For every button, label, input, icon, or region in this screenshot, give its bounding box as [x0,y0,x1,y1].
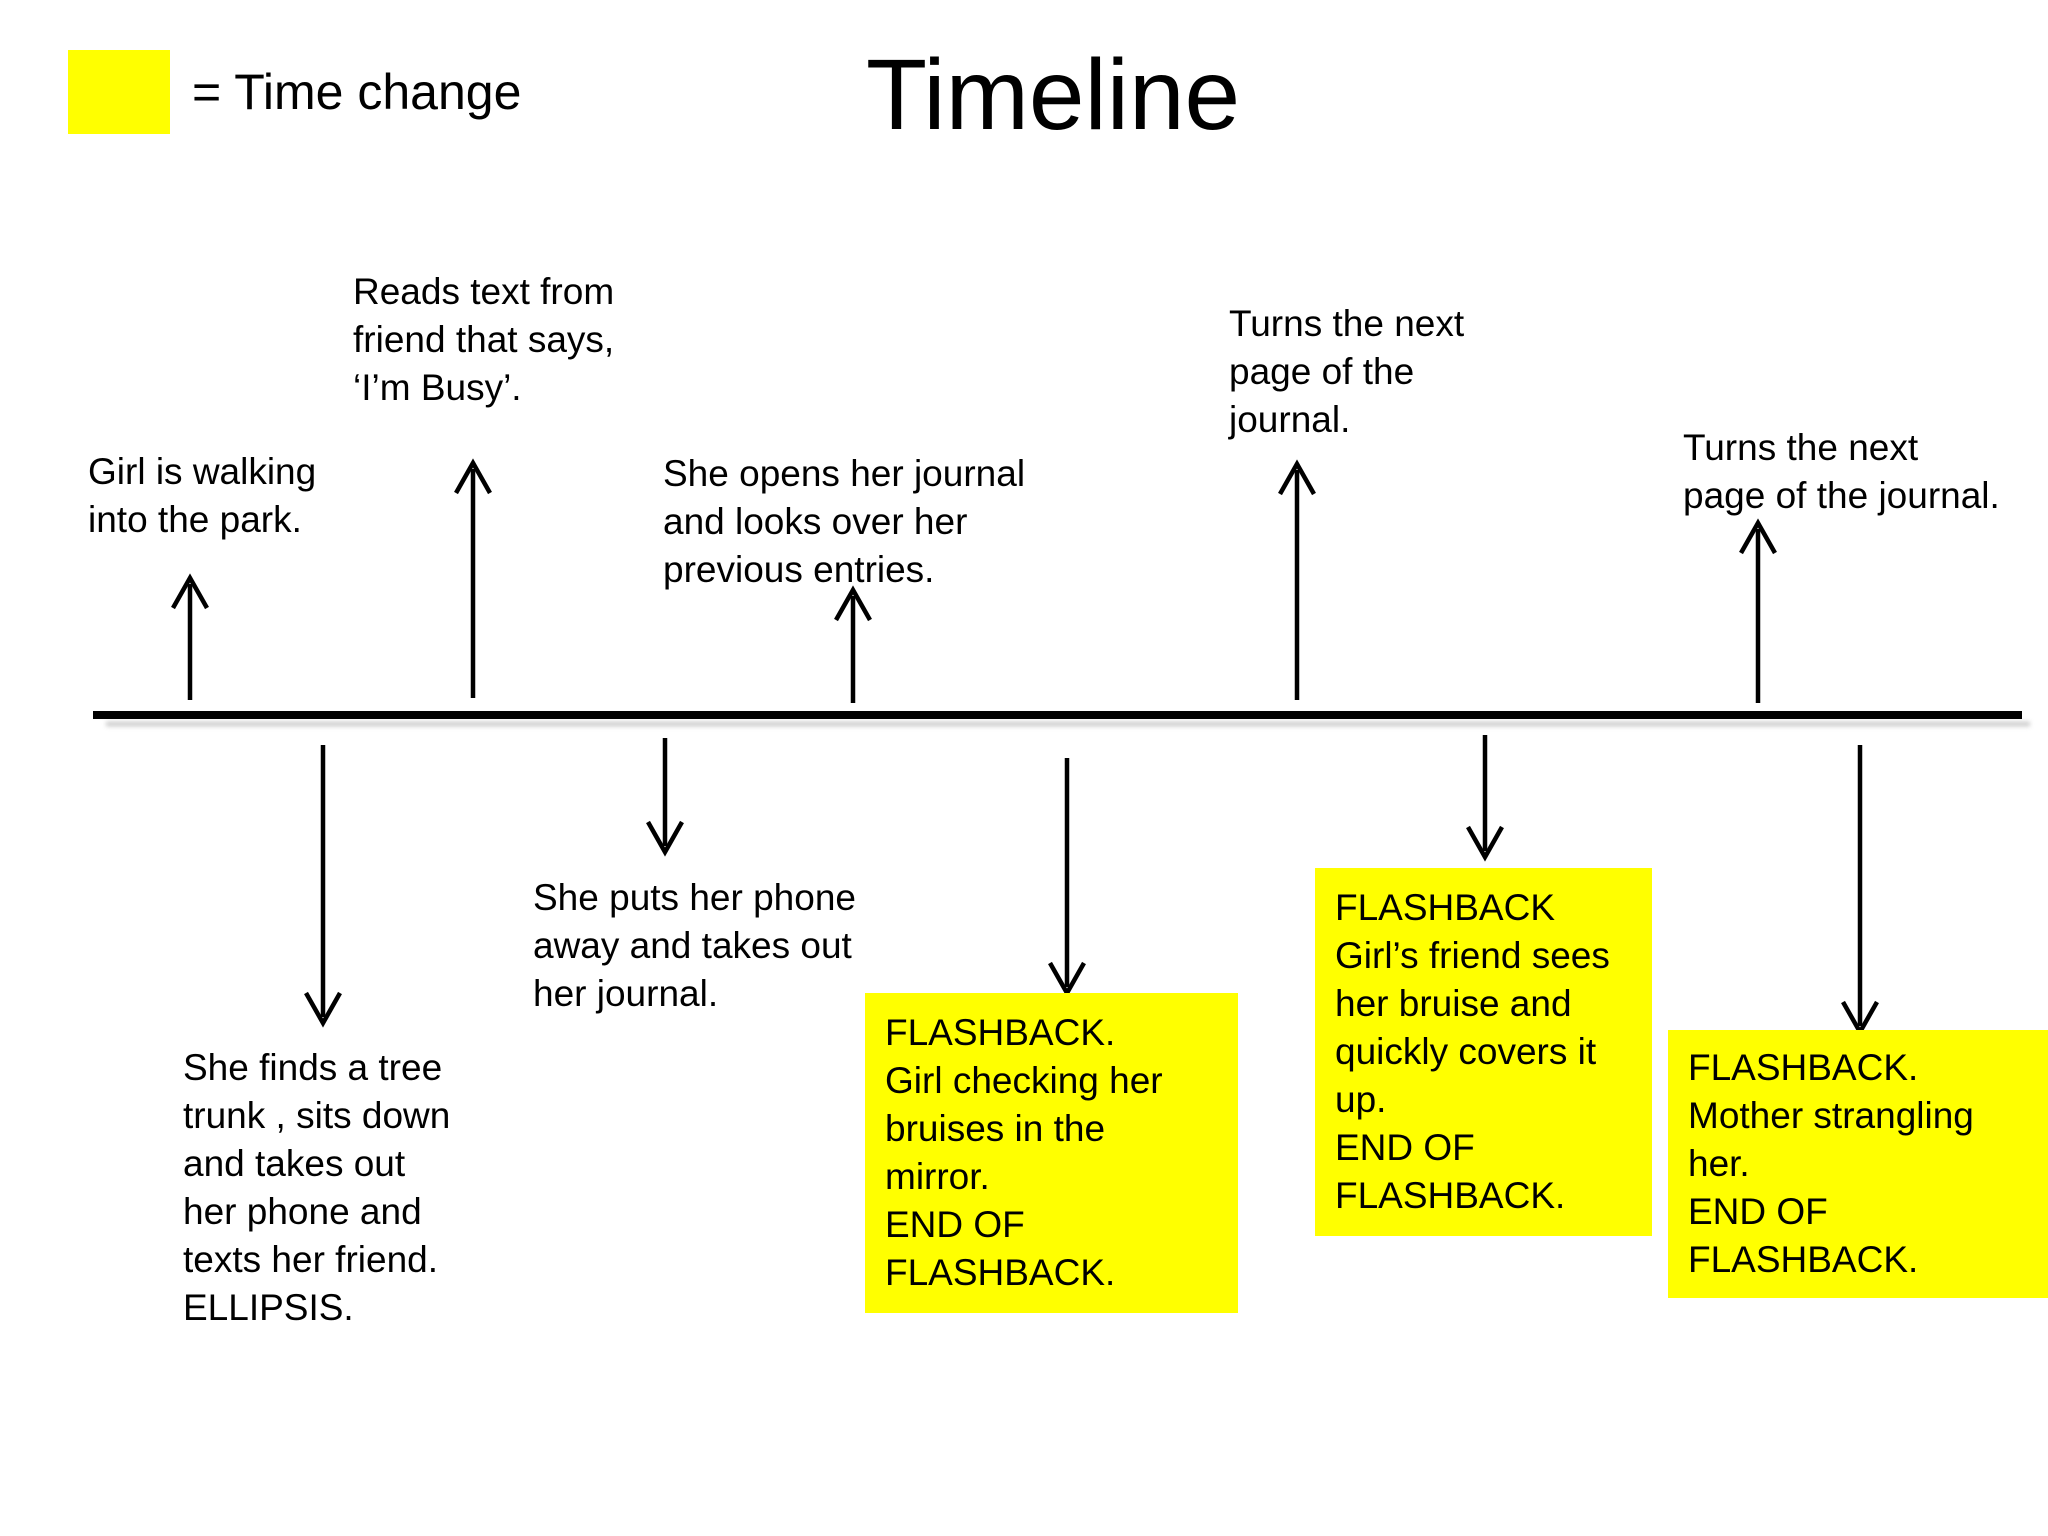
event-finds-tree-trunk: She finds a tree trunk , sits down and t… [183,1047,451,1328]
event-reads-text-from-friend: Reads text from friend that says, ‘I’m B… [353,271,615,408]
arrow-up-1 [171,573,209,700]
page-title: Timeline [866,39,1241,151]
event-walk-into-park: Girl is walking into the park. [88,451,317,540]
arrow-up-3 [834,585,872,703]
event-flashback-mirror: FLASHBACK. Girl checking her bruises in … [865,993,1238,1313]
event-puts-phone-away: She puts her phone away and takes out he… [533,877,856,1014]
arrow-down-1 [304,745,342,1028]
time-change-swatch [68,50,170,134]
arrow-down-4 [1466,735,1504,862]
event-opens-journal: She opens her journal and looks over her… [663,453,1026,590]
arrow-up-5 [1739,518,1777,703]
arrow-down-5 [1841,745,1879,1037]
event-turns-next-page-2: Turns the next page of the journal. [1683,427,2000,516]
event-turns-next-page-1: Turns the next page of the journal. [1229,303,1465,440]
legend-label: = Time change [192,64,522,120]
arrow-down-3 [1048,758,1086,998]
arrow-up-4 [1278,459,1316,700]
event-flashback-mother-strangling: FLASHBACK. Mother strangling her. END OF… [1668,1030,2048,1298]
arrow-up-2 [454,458,492,698]
arrow-down-2 [646,738,684,857]
event-flashback-friend-sees-bruise: FLASHBACK Girl’s friend sees her bruise … [1315,868,1652,1236]
